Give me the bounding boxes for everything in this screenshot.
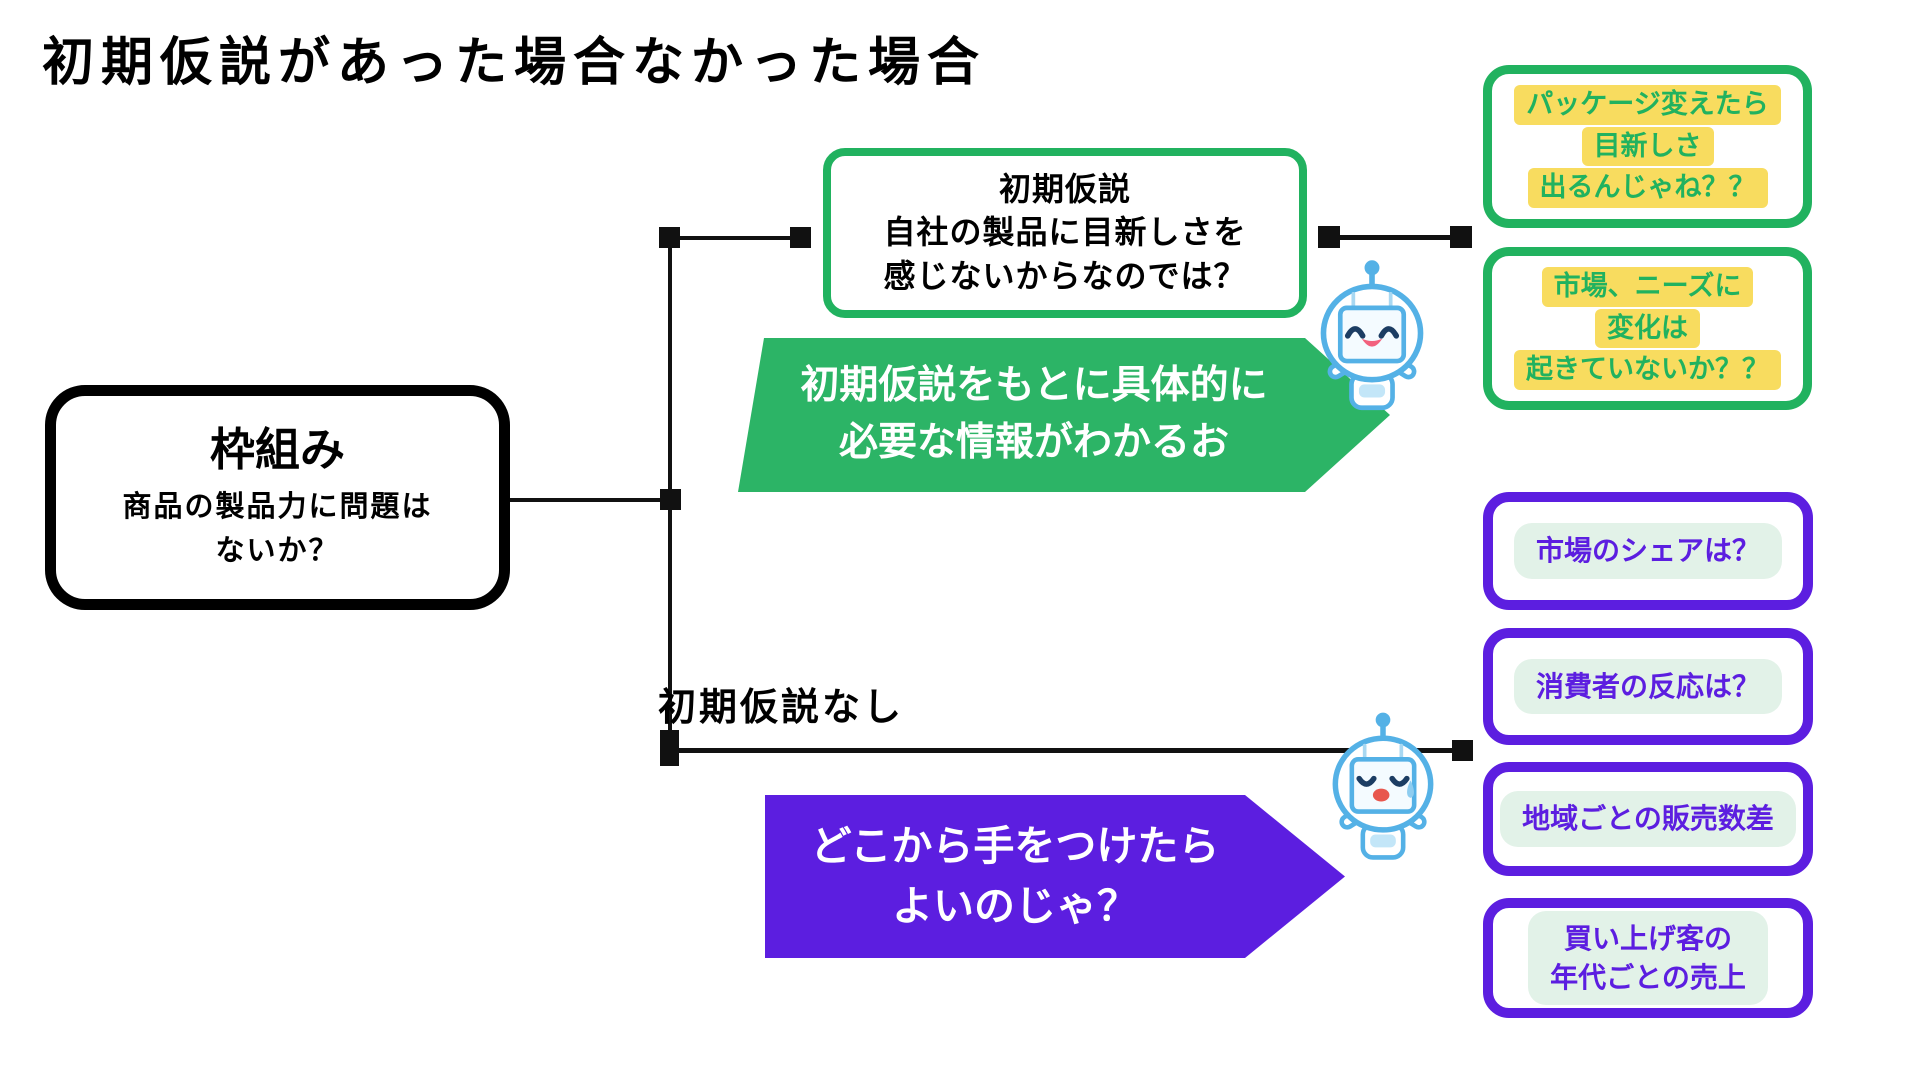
- root-framework-box: 枠組み 商品の製品力に問題は ないか？: [45, 385, 510, 610]
- data-card4-text: 買い上げ客の 年代ごとの売上: [1528, 910, 1768, 1006]
- connector-node-cards: [1450, 226, 1472, 248]
- connector-root-to-branch: [506, 498, 666, 502]
- hypothesis-card1-line1: パッケージ変えたら: [1514, 84, 1781, 125]
- data-card4-line1: 買い上げ客の: [1563, 921, 1732, 955]
- data-card-market-share: 市場のシェアは？: [1483, 492, 1813, 610]
- connector-node-top-left: [659, 227, 680, 248]
- root-box-heading: 枠組み: [209, 423, 345, 476]
- data-card-age-sales: 買い上げ客の 年代ごとの売上: [1483, 898, 1813, 1018]
- hypothesis-box-line1: 初期仮説: [998, 170, 1131, 209]
- hypothesis-card2-line1: 市場、ニーズに: [1541, 266, 1754, 307]
- data-card-consumer-reaction: 消費者の反応は？: [1483, 628, 1813, 745]
- data-card2-text: 消費者の反応は？: [1513, 658, 1782, 715]
- hypothesis-card2-line2: 変化は: [1595, 308, 1700, 349]
- hypothesis-card1-line3: 出るんじゃね？？: [1527, 168, 1768, 209]
- no-hypothesis-banner: どこから手をつけたら よいのじゃ？: [765, 795, 1345, 958]
- data-card3-text: 地域ごとの販売数差: [1500, 791, 1796, 847]
- hypothesis-card-market: 市場、ニーズに 変化は 起きていないか？？: [1483, 247, 1812, 410]
- root-box-line1: 商品の製品力に問題は: [122, 489, 433, 523]
- data-card4-line2: 年代ごとの売上: [1550, 961, 1746, 994]
- hypothesis-card1-line2: 目新しさ: [1581, 126, 1714, 167]
- connector-bottom-branch: [670, 748, 1462, 753]
- sad-robot-icon: [1332, 712, 1434, 860]
- no-hypothesis-banner-line1: どこから手をつけたら: [810, 822, 1220, 871]
- connector-branch-vertical: [668, 238, 672, 752]
- hypothesis-card2-line3: 起きていないか？？: [1514, 350, 1781, 391]
- data-card-regional-sales: 地域ごとの販売数差: [1483, 762, 1813, 876]
- hypothesis-banner-line2: 必要な情報がわかるお: [838, 420, 1229, 465]
- connector-top-branch: [670, 236, 802, 240]
- page-title: 初期仮説があった場合なかった場合: [42, 33, 987, 93]
- hypothesis-card-package: パッケージ変えたら 目新しさ 出るんじゃね？？: [1483, 65, 1812, 228]
- no-hypothesis-banner-line2: よいのじゃ？: [892, 881, 1138, 930]
- hypothesis-box-line2: 自社の製品に目新しさを: [883, 213, 1247, 252]
- no-hypothesis-label: 初期仮説なし: [658, 685, 905, 729]
- connector-hypo-to-cards: [1330, 235, 1460, 240]
- connector-node-bottom: [660, 730, 679, 766]
- initial-hypothesis-box: 初期仮説 自社の製品に目新しさを 感じないからなのでは？: [823, 148, 1307, 318]
- data-card1-text: 市場のシェアは？: [1513, 523, 1782, 579]
- hypothesis-box-line3: 感じないからなのでは？: [883, 256, 1247, 295]
- connector-node-hypo-box: [1318, 226, 1340, 248]
- root-box-line2: ないか？: [215, 532, 340, 567]
- connector-node-top-right: [790, 227, 811, 248]
- hypothesis-banner-line1: 初期仮説をもとに具体的に: [800, 363, 1268, 409]
- connector-node-bottom-right: [1452, 740, 1473, 761]
- hypothesis-banner: 初期仮説をもとに具体的に 必要な情報がわかるお: [738, 338, 1390, 492]
